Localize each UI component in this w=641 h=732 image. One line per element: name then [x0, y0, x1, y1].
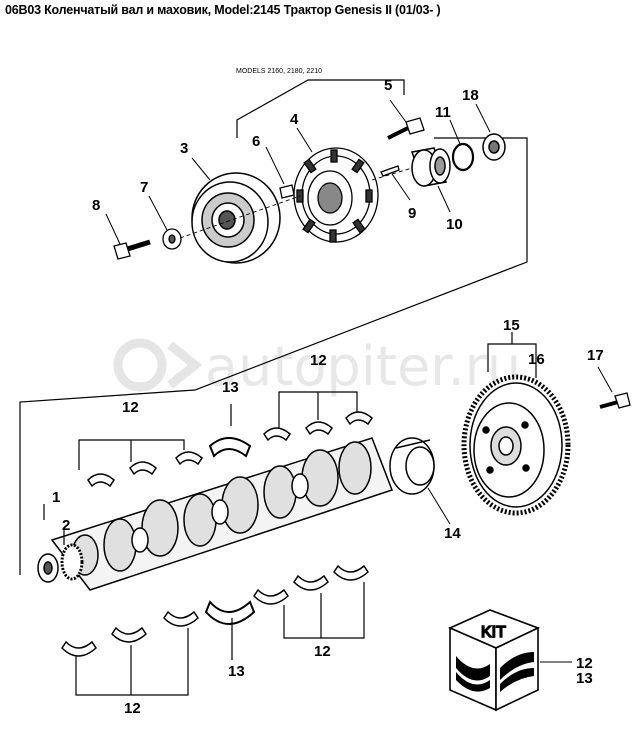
rear-seal: [389, 437, 435, 495]
pulley: [191, 172, 281, 264]
pin: [380, 165, 400, 177]
axis-line: [179, 167, 413, 239]
callout-12-lower-left: 12: [124, 700, 141, 717]
watermark: autopiter.ru: [113, 335, 521, 398]
callout-14: 14: [444, 525, 461, 542]
callout-13-kit: 13: [576, 670, 593, 687]
page-title: 06B03 Коленчатый вал и маховик, Model:21…: [5, 3, 441, 17]
callout-12-upper-left: 12: [122, 399, 139, 416]
callout-17: 17: [587, 347, 604, 364]
o-ring: [451, 142, 475, 172]
callout-9: 9: [408, 205, 416, 222]
upper-bearings: [87, 411, 373, 488]
callout-13-lower: 13: [228, 663, 245, 680]
leader-lines: [105, 99, 613, 663]
callout-2: 2: [62, 517, 70, 534]
sleeve: [410, 147, 451, 187]
callout-4: 4: [290, 111, 299, 128]
callout-6: 6: [252, 133, 260, 150]
watermark-logo-icon: [113, 338, 203, 392]
kit-box: KIT: [448, 609, 541, 712]
flywheel-bolt: [599, 392, 631, 409]
callout-3: 3: [180, 140, 188, 157]
callout-12-upper-right: 12: [310, 352, 327, 369]
callout-18: 18: [462, 87, 479, 104]
bolt-top: [387, 117, 425, 140]
callout-1: 1: [52, 489, 60, 506]
crankshaft: [37, 437, 393, 591]
damper-hub: [293, 147, 379, 243]
key: [279, 184, 295, 199]
flywheel: [461, 374, 571, 516]
callout-8: 8: [92, 197, 100, 214]
models-note: MODELS 2160, 2180, 2210: [236, 68, 322, 75]
seal-washer: [482, 133, 506, 161]
crank-gear: [60, 543, 84, 581]
kit-label: KIT: [481, 624, 506, 641]
lower-bearings: [61, 564, 369, 657]
callout-7: 7: [140, 179, 148, 196]
callout-10: 10: [446, 216, 463, 233]
outline-frame: [19, 79, 528, 575]
callout-11: 11: [435, 104, 451, 121]
callout-16: 16: [528, 351, 545, 368]
washer: [162, 228, 182, 250]
callout-12-kit: 12: [576, 655, 593, 672]
callout-15: 15: [503, 317, 520, 334]
watermark-text: autopiter.ru: [205, 335, 521, 398]
callout-13-upper: 13: [222, 379, 239, 396]
callout-12-lower-right: 12: [314, 643, 331, 660]
callouts: 3 4 5 6 7 8 9 10 11 18 15 16 17 12 13 12…: [52, 77, 604, 717]
callout-5: 5: [384, 77, 392, 94]
bolt-left: [113, 239, 151, 260]
kit-bearing-icon: [456, 652, 534, 692]
bracket-lines: [43, 332, 537, 696]
